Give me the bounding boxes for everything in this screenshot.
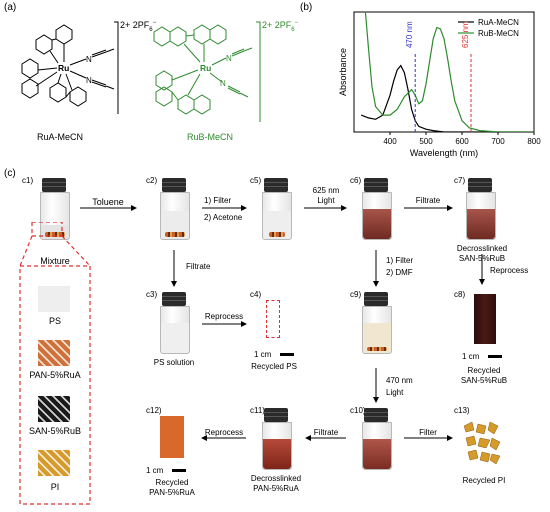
mixture-label: Mixture	[40, 256, 70, 266]
rua-charge: 2+ 2PF6−	[120, 20, 157, 33]
mixture-dashed-outline	[19, 222, 91, 505]
mixture-item-pan: PAN-5%RuA	[29, 370, 81, 380]
recycled-ps-film	[266, 300, 280, 338]
vial-c1	[40, 178, 70, 240]
step-c3: c3)	[146, 290, 158, 299]
thumb-san	[38, 396, 70, 422]
caption-c13: Recycled PI	[462, 476, 506, 485]
arrow-reprocess-c4: Reprocess	[204, 312, 244, 321]
rub-structure: Ru N N	[153, 21, 261, 122]
mixture-item-ps: PS	[48, 316, 62, 326]
vial-c2	[160, 178, 190, 240]
step-c5: c5)	[250, 176, 262, 185]
rua-structure: Ru N N	[21, 21, 119, 114]
legend-label-RuB-MeCN: RuB-MeCN	[478, 29, 519, 38]
step-c12: c12)	[146, 406, 162, 415]
rua-n2: N	[86, 76, 92, 85]
scale-bar-c12	[172, 469, 186, 472]
rub-n2: N	[220, 79, 226, 88]
caption-c8-1: Recycled	[467, 366, 501, 375]
vial-c9	[362, 292, 392, 354]
mixture-item-pi: PI	[50, 482, 60, 492]
vial-c10	[362, 408, 392, 470]
rub-name: RuB-MeCN	[186, 132, 234, 142]
panel-c-label: (c)	[4, 168, 16, 179]
step-c2: c2)	[146, 176, 158, 185]
recycled-pi-pieces	[463, 421, 501, 465]
caption-c11-2: PAN-5%RuA	[253, 484, 299, 493]
caption-c12-1: Recycled	[155, 478, 189, 487]
arrow-reprocess-c12: Reprocess	[204, 428, 244, 437]
scale-label-c4: 1 cm	[254, 350, 272, 359]
legend-label-RuA-MeCN: RuA-MeCN	[478, 18, 519, 27]
vial-c7	[466, 178, 496, 240]
panel-a-label: (a)	[4, 2, 17, 13]
rua-n1: N	[86, 55, 92, 64]
vial-c5	[262, 178, 292, 240]
vial-c3	[160, 292, 190, 354]
rua-metal: Ru	[58, 63, 69, 73]
step-c11: c11)	[250, 406, 265, 415]
scale-bar-c4	[280, 353, 294, 356]
arrow-toluene: Toluene	[92, 197, 124, 207]
mixture-item-san: SAN-5%RuB	[28, 426, 82, 436]
annotation-label-470: 470 nm	[405, 21, 414, 48]
rub-charge: 2+ 2PF6−	[262, 20, 299, 33]
caption-c8-2: SAN-5%RuB	[460, 376, 508, 385]
vial-c6	[362, 178, 392, 240]
x-tick-label-700: 700	[491, 137, 505, 146]
arrow-dmf-1: 1) Filter	[386, 256, 414, 265]
caption-c3: PS solution	[153, 358, 195, 367]
annotation-label-625: 625 nm	[461, 21, 470, 48]
caption-c12-2: PAN-5%RuA	[149, 488, 195, 497]
x-tick-label-400: 400	[383, 137, 397, 146]
recycled-san-film	[474, 294, 496, 344]
x-tick-label-600: 600	[455, 137, 469, 146]
arrow-470-1: 470 nm	[386, 376, 413, 385]
rua-name: RuA-MeCN	[36, 132, 84, 142]
x-tick-label-500: 500	[419, 137, 433, 146]
step-c9: c9)	[350, 290, 362, 299]
step-c4: c4)	[250, 290, 262, 299]
step-c8: c8)	[454, 290, 466, 299]
arrow-filter-c13: Filter	[419, 428, 437, 437]
arrow-filtrate-c3: Filtrate	[186, 262, 211, 271]
vial-c11	[262, 408, 292, 470]
step-c1: c1)	[22, 176, 34, 185]
step-c6: c6)	[350, 176, 362, 185]
recycled-pan-film	[160, 416, 184, 458]
y-axis-label: Absorbance	[338, 48, 348, 96]
scale-label-c8: 1 cm	[462, 352, 480, 361]
caption-c4: Recycled PS	[251, 362, 297, 371]
arrow-625-1: 625 nm	[312, 186, 340, 195]
arrow-625-2: Light	[317, 196, 335, 205]
rub-metal: Ru	[200, 63, 211, 73]
caption-c11-1: Decrosslinked	[250, 474, 302, 483]
caption-c7-1: Decrosslinked	[456, 244, 508, 253]
step-c13: c13)	[454, 406, 470, 415]
arrow-filtrate-c11: Filtrate	[313, 428, 339, 437]
thumb-pan	[38, 340, 70, 366]
step-c10: c10)	[350, 406, 366, 415]
x-tick-label-800: 800	[527, 137, 541, 146]
absorbance-chart: 400 500 600 700 800 RuA-MeCN RuB-MeCN 470 nm 625…	[338, 11, 541, 158]
step-c7: c7)	[454, 176, 466, 185]
thumb-pi	[38, 450, 70, 476]
scale-label-c12: 1 cm	[146, 466, 164, 475]
x-axis-label: Wavelength (nm)	[410, 148, 478, 158]
thumb-ps	[38, 286, 70, 312]
arrow-dmf-2: 2) DMF	[386, 268, 413, 277]
rub-n1: N	[226, 54, 232, 63]
arrow-filtrate-c7: Filtrate	[415, 196, 441, 205]
series-line-RuB-MeCN	[364, 12, 534, 132]
arrow-470-2: Light	[386, 388, 404, 397]
scale-bar-c8	[488, 355, 502, 358]
arrow-filter-1: 1) Filter	[204, 196, 232, 205]
panel-b-label: (b)	[300, 2, 313, 13]
arrow-reprocess-c8: Reprocess	[490, 266, 529, 275]
arrow-acetone-2: 2) Acetone	[204, 213, 243, 222]
caption-c7-2: SAN-5%RuB	[458, 254, 506, 263]
